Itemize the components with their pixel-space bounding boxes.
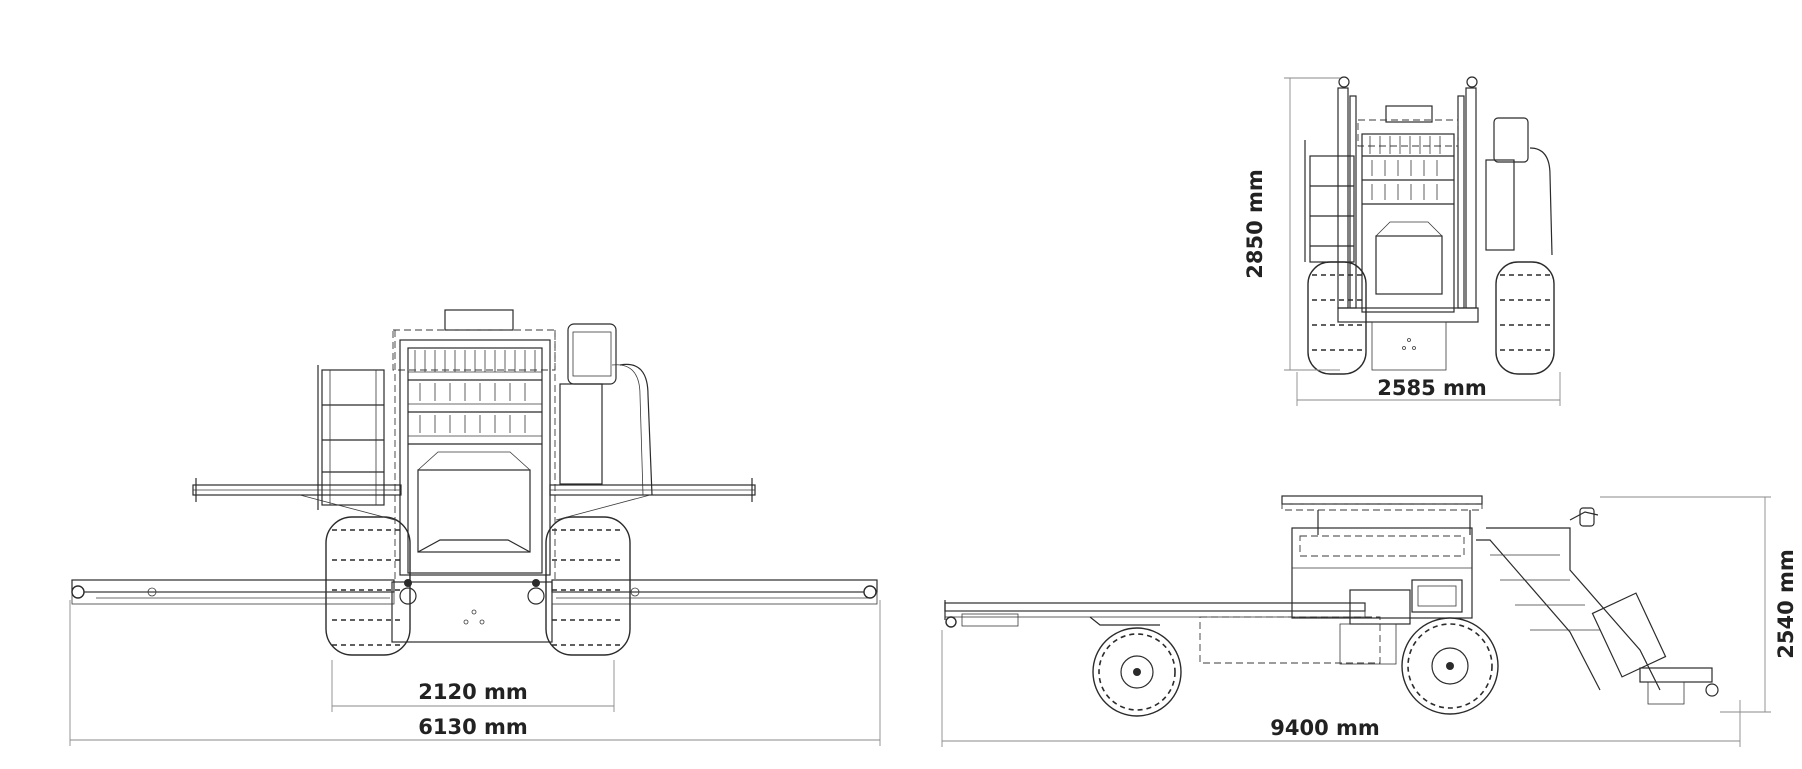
dimension-2585: 2585 mm: [1296, 372, 1561, 406]
dimension-9400: 9400 mm: [941, 630, 1741, 747]
dimension-label-boom-width: 6130 mm: [418, 715, 528, 739]
front-view-large-frame: [391, 330, 556, 643]
front-view-small-left-wheel: [1307, 261, 1367, 375]
dimension-2850: 2850 mm: [1243, 77, 1340, 371]
front-view-large-right-wheel: [545, 516, 631, 656]
front-view-small-right-wheel: [1495, 261, 1555, 375]
side-view-rear-wheel: [1401, 617, 1499, 715]
front-view-small: 2850 mm 2585 mm: [1243, 76, 1561, 406]
front-view-large-ladder: [317, 365, 385, 510]
dimension-2540: 2540 mm: [1600, 496, 1798, 713]
dimension-label-length: 9400 mm: [1270, 716, 1380, 740]
dimension-label-track-width: 2120 mm: [418, 680, 528, 704]
front-view-large-left-wheel: [325, 516, 411, 656]
front-view-large-hopper: [392, 309, 556, 371]
front-view-large-booms: [71, 579, 878, 605]
dimension-label-side-height: 2540 mm: [1774, 549, 1798, 659]
dimension-6130: 6130 mm: [69, 600, 881, 746]
front-view-large-upper-arms: [192, 478, 756, 521]
front-view-large: 2120 mm 6130 mm: [69, 309, 881, 746]
dimension-label-folded-width: 2585 mm: [1377, 376, 1487, 400]
dimension-2120: 2120 mm: [331, 660, 615, 712]
side-view-front-wheel: [1092, 627, 1182, 717]
dimension-label-folded-height: 2850 mm: [1243, 169, 1267, 279]
side-view: 9400 mm 2540 mm: [941, 495, 1798, 747]
front-view-large-cab: [559, 323, 653, 496]
side-view-stairs: [1476, 507, 1661, 691]
